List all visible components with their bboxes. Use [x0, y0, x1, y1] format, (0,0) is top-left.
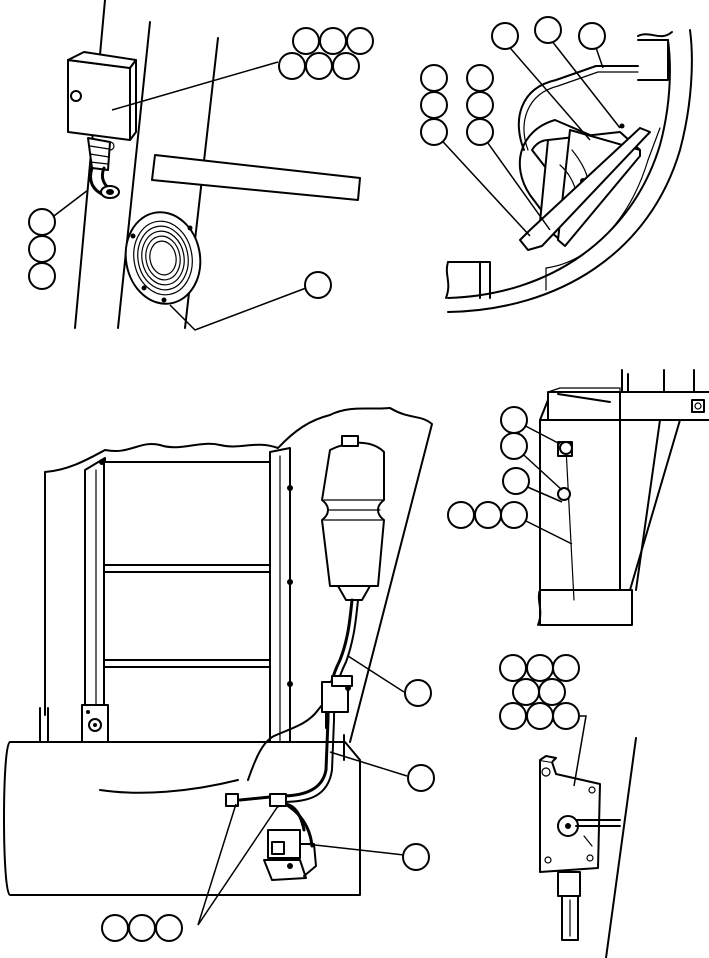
fender-inner-edge: [447, 39, 671, 299]
callout-bubble[interactable]: [28, 208, 56, 236]
callout-bubble[interactable]: [500, 501, 528, 529]
callout-bubble[interactable]: [552, 702, 580, 730]
callout-group: [466, 64, 494, 146]
wire-run: [565, 447, 575, 601]
callout-group: [499, 654, 580, 730]
callout-group: [447, 501, 528, 529]
hose-clamp: [225, 793, 239, 807]
callout-bubble[interactable]: [420, 64, 448, 92]
callout-group: [304, 271, 332, 299]
callout-group: [404, 679, 432, 707]
cowl-outline: [44, 407, 433, 743]
radiator-and-reservoir-view: [3, 407, 435, 942]
callout-bubble[interactable]: [499, 654, 527, 682]
callout-bubble[interactable]: [402, 843, 430, 871]
callout-bubble[interactable]: [534, 16, 562, 44]
leader-line: [329, 751, 408, 777]
hose-sensor: [321, 675, 353, 729]
connector-box-screw: [70, 90, 82, 102]
callout-group: [500, 406, 528, 434]
callout-bubble[interactable]: [499, 702, 527, 730]
callout-bubble[interactable]: [155, 914, 183, 942]
callout-bubble[interactable]: [502, 467, 530, 495]
callout-bubble[interactable]: [278, 52, 306, 80]
wire-clip: [557, 487, 571, 501]
callout-group: [502, 467, 530, 495]
callout-bubble[interactable]: [305, 52, 333, 80]
callout-bubble[interactable]: [466, 91, 494, 119]
mounting-bracket-view: [447, 369, 709, 626]
callout-bubble[interactable]: [538, 678, 566, 706]
callout-group: [500, 432, 528, 460]
radiator: [84, 447, 293, 791]
callout-group: [101, 914, 183, 942]
callout-bubble[interactable]: [447, 501, 475, 529]
callout-bubble[interactable]: [304, 271, 332, 299]
callout-bubble[interactable]: [407, 764, 435, 792]
callout-group: [407, 764, 435, 792]
callout-bubble[interactable]: [526, 654, 554, 682]
callout-bubble[interactable]: [466, 64, 494, 92]
tail-lamp-and-connector-view: [28, 0, 374, 331]
callout-bubble[interactable]: [101, 914, 129, 942]
leader-line: [111, 61, 279, 111]
callout-group: [491, 16, 606, 50]
leader-line: [504, 41, 591, 141]
switch-lever: [575, 819, 621, 827]
callout-bubble[interactable]: [512, 678, 540, 706]
callout-bubble[interactable]: [491, 22, 519, 50]
fender-outer-edge: [447, 29, 693, 313]
leader-line: [197, 803, 237, 926]
callout-group: [402, 843, 430, 871]
hose-clamp: [269, 793, 287, 807]
callout-bubble[interactable]: [578, 22, 606, 50]
callout-bubble[interactable]: [420, 91, 448, 119]
callout-bubble[interactable]: [500, 406, 528, 434]
switch-assembly: [539, 755, 621, 941]
callout-bubble[interactable]: [500, 432, 528, 460]
coolant-reservoir: [321, 435, 385, 601]
leader-line: [169, 287, 307, 331]
callout-bubble[interactable]: [332, 52, 360, 80]
tail-lamp: [124, 211, 202, 305]
callout-group: [420, 64, 448, 146]
callout-bubble[interactable]: [346, 27, 374, 55]
switch-assembly-view: [499, 654, 637, 958]
callout-bubble[interactable]: [292, 27, 320, 55]
headlamp-bracket: [519, 127, 651, 251]
wire-clip: [559, 441, 573, 455]
leader-line: [573, 715, 587, 787]
callout-bubble[interactable]: [319, 27, 347, 55]
callout-bubble[interactable]: [404, 679, 432, 707]
leader-line: [197, 805, 279, 926]
callout-bubble[interactable]: [466, 118, 494, 146]
callout-group: [278, 27, 374, 80]
leader-line: [547, 35, 621, 129]
callout-bubble[interactable]: [28, 235, 56, 263]
callout-bubble[interactable]: [552, 654, 580, 682]
connector-box: [67, 51, 137, 199]
callout-bubble[interactable]: [526, 702, 554, 730]
callout-bubble[interactable]: [420, 118, 448, 146]
leader-line: [479, 131, 551, 231]
frame-rail-inner: [117, 21, 151, 329]
headlamp-mounting-view: [420, 16, 693, 313]
callout-bubble[interactable]: [474, 501, 502, 529]
leader-line: [433, 131, 531, 237]
callout-group: [28, 208, 56, 290]
frame-edge: [605, 737, 637, 958]
callout-bubble[interactable]: [28, 262, 56, 290]
callout-bubble[interactable]: [128, 914, 156, 942]
leader-line: [305, 843, 405, 856]
drain-valve: [225, 793, 317, 881]
cross-member: [151, 154, 361, 201]
leader-line: [347, 655, 405, 693]
wire-harness: [517, 65, 639, 151]
